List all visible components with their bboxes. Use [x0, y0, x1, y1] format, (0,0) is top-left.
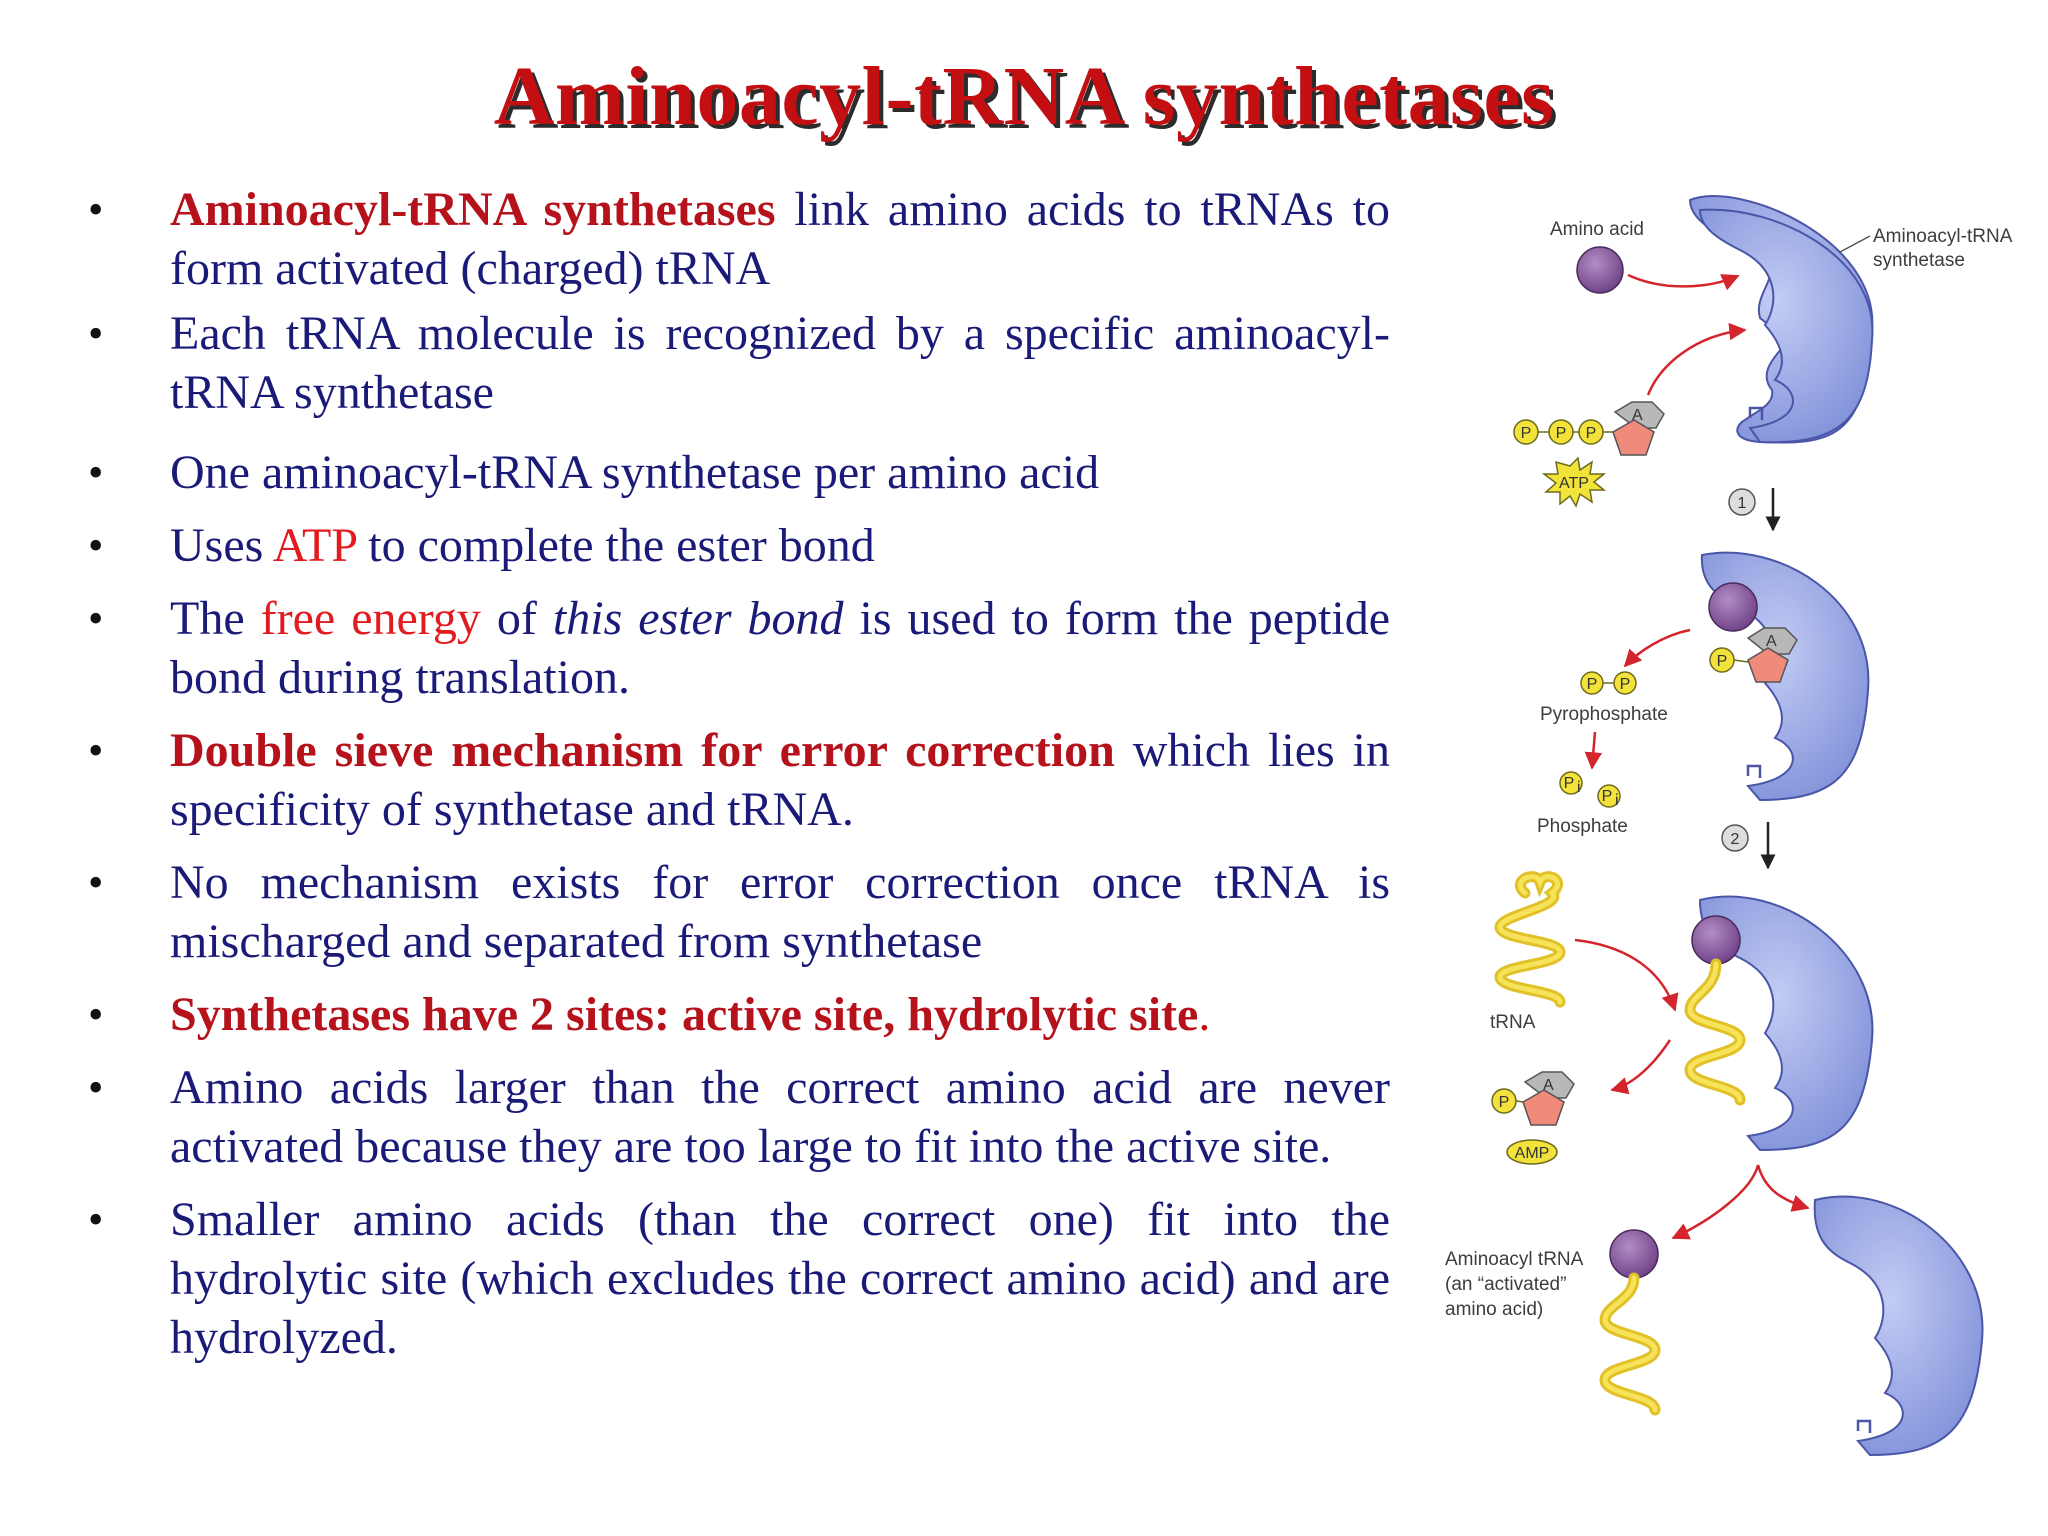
- arrow-icon: [1574, 938, 1679, 1012]
- bullet-highlight: Double sieve mechanism for error correct…: [170, 724, 1115, 777]
- bullet-period: .: [1198, 988, 1211, 1041]
- step-number: 1: [1738, 495, 1747, 512]
- arrow-icon: [1584, 731, 1603, 770]
- bullet-item: Synthetases have 2 sites: active site, h…: [88, 985, 1390, 1044]
- bullet-item: One aminoacyl-tRNA synthetase per amino …: [88, 443, 1390, 502]
- bullet-text: is used to form the peptide bond during …: [170, 592, 1391, 704]
- synthetase-leader-line: [1839, 235, 1871, 253]
- synthetase-enzyme: [1698, 895, 1874, 1152]
- enzyme-notch-icon: [1746, 764, 1762, 778]
- bullet-item: No mechanism exists for error correction…: [88, 853, 1390, 971]
- bullet-text: One aminoacyl-tRNA synthetase per amino …: [170, 446, 1100, 499]
- phosphate-subscript: i: [1577, 779, 1581, 796]
- bullet-item: Each tRNA molecule is recognized by a sp…: [88, 304, 1390, 422]
- synthetase-label-line1: Aminoacyl-tRNA: [1873, 226, 2013, 247]
- phosphate-icon: [1559, 771, 1583, 795]
- amino-acid-icon: [1691, 915, 1741, 965]
- bullet-text: The: [170, 592, 261, 645]
- ribose-icon: [1612, 419, 1655, 456]
- arrow-icon: [1627, 273, 1740, 291]
- bullet-item: Smaller amino acids (than the correct on…: [88, 1190, 1390, 1367]
- pyrophosphate-label: Pyrophosphate: [1540, 704, 1668, 725]
- synthetase-enzyme: [1700, 551, 1870, 802]
- step-number: 2: [1731, 831, 1740, 848]
- ester-bond-italic: this ester bond: [552, 592, 844, 645]
- atp-highlight: ATP: [272, 519, 357, 572]
- bullet-text: link amino acids to tRNAs to form activa…: [170, 183, 1391, 295]
- amino-acid-icon: [1576, 246, 1624, 294]
- phosphate-label: P: [1521, 425, 1532, 442]
- ribose-icon: [1522, 1089, 1565, 1126]
- synthetase-enzyme: [1813, 1195, 1984, 1457]
- bullet-text: of: [480, 592, 553, 645]
- phosphate-bond: [1515, 1100, 1524, 1103]
- arrow-icon: [1756, 1164, 1810, 1212]
- trna-icon-inner: [1602, 1275, 1658, 1413]
- bullet-list: Aminoacyl-tRNA synthetases link amino ac…: [88, 180, 1390, 1367]
- enzyme-notch-icon: [1856, 1419, 1872, 1433]
- aminoacyl-trna-label-line2: (an “activated”: [1445, 1274, 1566, 1295]
- adenine-label: A: [1766, 633, 1777, 650]
- bullet-text: to complete the ester bond: [356, 519, 875, 572]
- arrow-icon: [1623, 628, 1691, 668]
- atp-label: ATP: [1559, 475, 1589, 492]
- phosphate-label: P: [1717, 653, 1728, 670]
- arrow-icon: [1610, 1039, 1672, 1095]
- bullet-item: The free energy of this ester bond is us…: [88, 589, 1390, 707]
- phosphate-label: P: [1587, 676, 1598, 693]
- amino-acid-icon: [1708, 582, 1758, 632]
- phosphate-label: P: [1602, 788, 1613, 805]
- bullet-item: Amino acids larger than the correct amin…: [88, 1058, 1390, 1176]
- trna-label: tRNA: [1490, 1012, 1536, 1033]
- aminoacyl-trna-diagram: Amino acid Aminoacyl-tRNA synthetase P P…: [1445, 195, 2013, 1457]
- slide-title: Aminoacyl-tRNA synthetases: [493, 50, 1555, 143]
- enzyme-notch-icon: [1748, 406, 1764, 420]
- phosphate-bond: [1733, 659, 1749, 663]
- aminoacyl-trna-label-line1: Aminoacyl tRNA: [1445, 1249, 1584, 1270]
- amp-label: AMP: [1515, 1145, 1550, 1162]
- synthetase-enzyme-body: [1698, 208, 1874, 444]
- bullet-text: No mechanism exists for error correction…: [170, 856, 1390, 968]
- amino-acid-icon: [1609, 1229, 1659, 1279]
- phosphate-icon: [1597, 784, 1621, 808]
- atp-burst-icon: [1541, 456, 1607, 508]
- phosphate-subscript: i: [1615, 792, 1619, 809]
- bullet-item: Double sieve mechanism for error correct…: [88, 721, 1390, 839]
- amp-badge-icon: [1506, 1139, 1558, 1165]
- phosphate-label: P: [1620, 676, 1631, 693]
- bullet-highlight: Synthetases have 2 sites: active site, h…: [170, 988, 1199, 1041]
- step-badge-icon: [1721, 824, 1749, 852]
- arrow-icon: [1646, 322, 1747, 396]
- arrow-icon: [1671, 1164, 1760, 1240]
- phosphate-text-label: Phosphate: [1537, 816, 1628, 837]
- amino-acid-label: Amino acid: [1550, 219, 1644, 240]
- bullet-text: Each tRNA molecule is recognized by a sp…: [170, 307, 1390, 419]
- phosphate-label: P: [1586, 425, 1597, 442]
- phosphate-label: P: [1556, 425, 1567, 442]
- ribose-icon: [1747, 647, 1789, 683]
- trna-icon-inner: [1687, 961, 1743, 1103]
- bullet-text: Amino acids larger than the correct amin…: [170, 1061, 1390, 1173]
- free-energy-highlight: free energy: [260, 592, 481, 645]
- aminoacyl-trna-label-line3: amino acid): [1445, 1299, 1543, 1320]
- phosphate-label: P: [1499, 1094, 1510, 1111]
- adenine-label: A: [1632, 407, 1643, 424]
- bullet-text: Uses: [170, 519, 273, 572]
- adenine-label: A: [1543, 1077, 1554, 1094]
- bullet-highlight: Aminoacyl-tRNA synthetases: [170, 183, 776, 236]
- phosphate-label: P: [1564, 775, 1575, 792]
- step-badge-icon: [1728, 488, 1756, 516]
- trna-icon-inner: [1497, 874, 1563, 1005]
- bullet-text: which lies in specificity of synthetase …: [170, 724, 1390, 836]
- bullet-text: Smaller amino acids (than the correct on…: [170, 1193, 1390, 1364]
- bullet-item: Aminoacyl-tRNA synthetases link amino ac…: [88, 180, 1390, 298]
- bullet-item: Uses ATP to complete the ester bond: [88, 516, 1390, 575]
- synthetase-label-line2: synthetase: [1873, 250, 1965, 271]
